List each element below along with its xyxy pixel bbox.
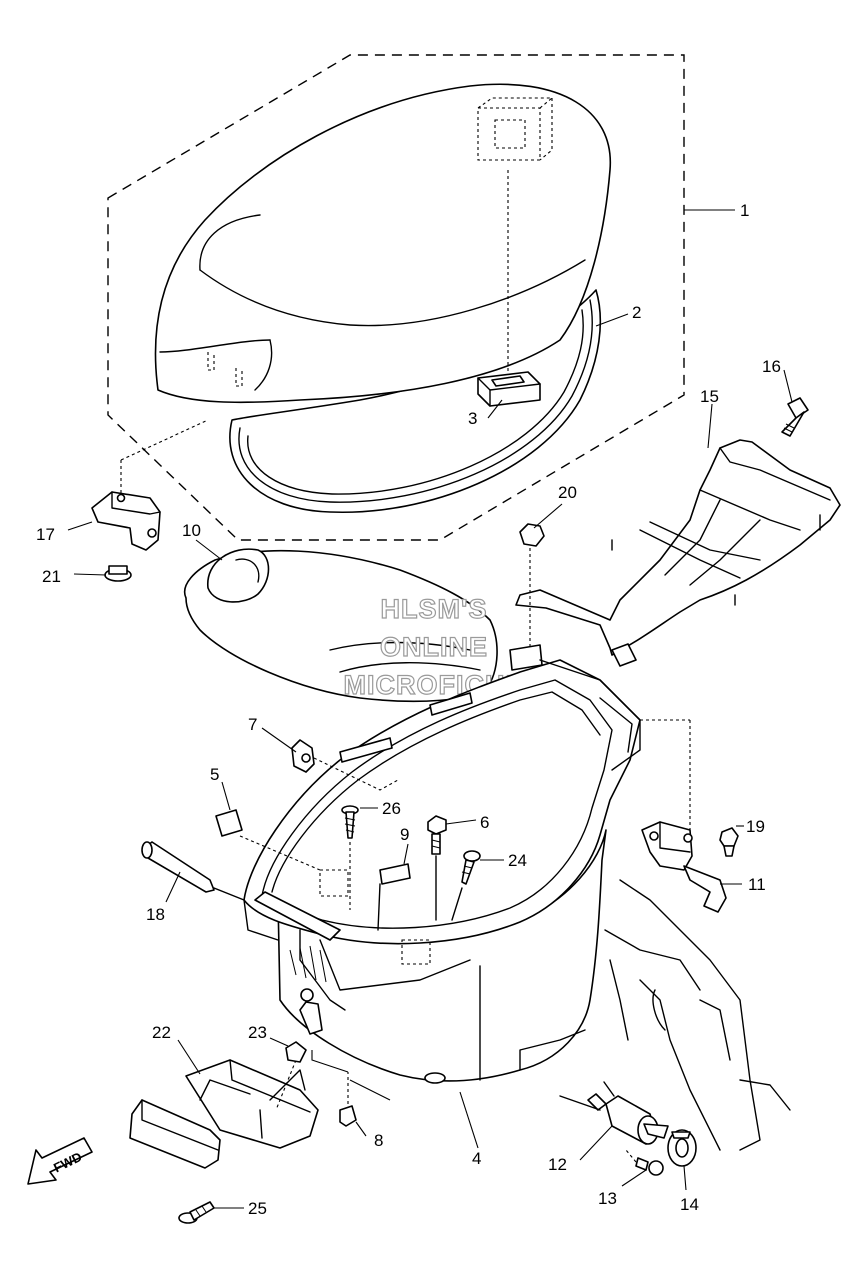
callout-20: 20 <box>558 483 577 502</box>
callout-23: 23 <box>248 1023 267 1042</box>
watermark-line-1: HLSM'S <box>381 594 488 624</box>
flange-nut-21 <box>104 565 132 582</box>
forward-arrow-icon: FWD <box>27 1137 93 1185</box>
callout-16: 16 <box>762 357 781 376</box>
callout-7: 7 <box>248 715 257 734</box>
seat-damper <box>477 170 541 407</box>
callout-6: 6 <box>480 813 489 832</box>
callout-19: 19 <box>746 817 765 836</box>
screw-25 <box>178 1201 215 1224</box>
bolt-19 <box>719 827 739 857</box>
seat-lock-11 <box>640 719 727 913</box>
screw-26 <box>341 805 359 910</box>
label-plate-5 <box>215 809 321 871</box>
callout-24: 24 <box>508 851 527 870</box>
luggage-box <box>243 644 641 1084</box>
cover-pad <box>183 548 498 703</box>
rear-carrier <box>515 439 841 667</box>
callout-12: 12 <box>548 1155 567 1174</box>
callout-22: 22 <box>152 1023 171 1042</box>
bracket-22 <box>129 1059 319 1169</box>
collar-20 <box>519 523 545 648</box>
seat-base <box>229 289 602 514</box>
seat-assembly-boundary <box>107 54 685 541</box>
callout-18: 18 <box>146 905 165 924</box>
clip-7 <box>291 739 399 791</box>
cover-ring-14 <box>667 1129 697 1167</box>
callout-26: 26 <box>382 799 401 818</box>
callout-5: 5 <box>210 765 219 784</box>
callout-labels: 1 2 3 4 5 6 7 8 9 10 11 12 13 14 15 16 1… <box>36 201 781 1218</box>
callout-25: 25 <box>248 1199 267 1218</box>
leader-lines <box>67 209 793 1209</box>
callout-17: 17 <box>36 525 55 544</box>
callout-4: 4 <box>472 1149 481 1168</box>
callout-11: 11 <box>748 875 766 894</box>
seat-cushion <box>154 83 612 404</box>
main-switch-12 <box>559 1081 669 1145</box>
long-bolt-18 <box>141 841 245 901</box>
callout-13: 13 <box>598 1189 617 1208</box>
callout-3: 3 <box>468 409 477 428</box>
nut-23 <box>285 1041 307 1063</box>
seat-hinge-bracket <box>91 419 209 551</box>
bolt-6 <box>427 815 447 921</box>
callout-2: 2 <box>632 303 641 322</box>
callout-21: 21 <box>42 567 61 586</box>
bolt-16 <box>781 397 809 437</box>
frame-section <box>604 879 791 1151</box>
callout-10: 10 <box>182 521 201 540</box>
callout-14: 14 <box>680 1195 699 1214</box>
callout-9: 9 <box>400 825 409 844</box>
watermark-line-2: ONLINE <box>380 632 488 662</box>
clip-nut-8 <box>311 1050 391 1127</box>
callout-1: 1 <box>740 201 749 220</box>
screw-24 <box>451 850 481 921</box>
label-9 <box>377 863 411 931</box>
callout-15: 15 <box>700 387 719 406</box>
callout-8: 8 <box>374 1131 383 1150</box>
